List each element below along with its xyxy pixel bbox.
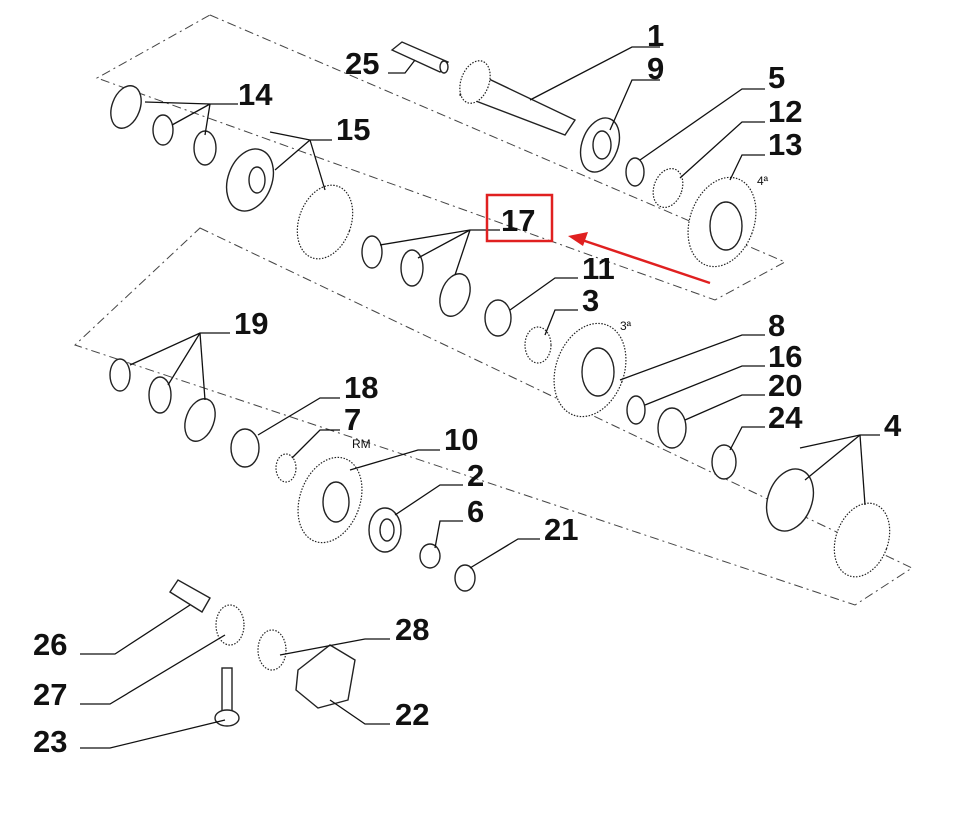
callout-6: 6: [467, 494, 484, 529]
part-gear-8: [553, 322, 627, 418]
part-synchro-rings-19: [109, 358, 216, 442]
callout-28: 28: [395, 612, 429, 647]
callout-2: 2: [467, 458, 484, 493]
callout-27: 27: [33, 677, 67, 712]
part-synchro-hub-4: [765, 468, 891, 578]
group-outline-upper: [95, 14, 787, 301]
part-synchro-hub-15: [225, 148, 354, 260]
callout-14: 14: [238, 77, 273, 112]
part-synchro-rings-14: [110, 85, 217, 166]
part-bracket-22: [295, 644, 356, 709]
part-synchro-rings-17: [361, 235, 471, 317]
part-bushing-11: [484, 299, 512, 337]
callout-20: 20: [768, 368, 802, 403]
callout-4: 4: [884, 408, 902, 443]
highlight-box: [485, 193, 554, 243]
gear-mark-3rd: 3ª: [620, 319, 632, 333]
callout-22: 22: [395, 697, 429, 732]
part-ring-16: [626, 395, 646, 425]
part-gear-28: [257, 629, 287, 671]
callout-16: 16: [768, 339, 802, 374]
gear-mark-reverse: RM: [352, 437, 371, 451]
callout-26: 26: [33, 627, 67, 662]
callout-18: 18: [344, 370, 378, 405]
gear-mark-4th: 4ª: [757, 174, 769, 188]
part-needle-bearing-3: [524, 326, 552, 364]
part-bearing-9: [579, 117, 621, 173]
part-needle-bearing-7: [275, 453, 297, 483]
callout-5: 5: [768, 60, 785, 95]
callout-8: 8: [768, 308, 785, 343]
callout-1: 1: [647, 18, 664, 53]
part-gear-13: [687, 176, 757, 268]
part-ring-24: [711, 444, 737, 480]
part-pin-25: [390, 41, 450, 74]
highlight-arrow: [568, 232, 711, 285]
callout-3: 3: [582, 283, 599, 318]
callout-10: 10: [444, 422, 478, 457]
callout-25: 25: [345, 46, 379, 81]
part-shaft-1: [459, 60, 577, 136]
callout-12: 12: [768, 94, 802, 129]
callout-21: 21: [544, 512, 578, 547]
part-needle-bearing-27: [215, 604, 245, 646]
callout-7: 7: [344, 402, 361, 437]
leader-lines: [80, 46, 880, 749]
part-shaft-26: [169, 579, 211, 613]
part-plug-6: [419, 543, 441, 569]
part-bushing-20: [657, 407, 687, 449]
callout-23: 23: [33, 724, 67, 759]
part-o-ring-21: [454, 564, 476, 592]
callout-9: 9: [647, 51, 664, 86]
callout-24: 24: [768, 400, 803, 435]
callout-13: 13: [768, 127, 802, 162]
group-outline-lower: [74, 227, 914, 606]
callout-15: 15: [336, 112, 370, 147]
part-bolt-23: [214, 667, 240, 727]
part-bearing-2: [368, 507, 402, 553]
part-gear-10: [297, 456, 363, 544]
part-bushing-18: [230, 428, 260, 468]
callout-19: 19: [234, 306, 268, 341]
callout-17: 17: [501, 203, 535, 238]
callout-11: 11: [582, 251, 615, 286]
part-needle-bearing-12: [652, 168, 684, 208]
part-ring-5: [625, 157, 645, 187]
